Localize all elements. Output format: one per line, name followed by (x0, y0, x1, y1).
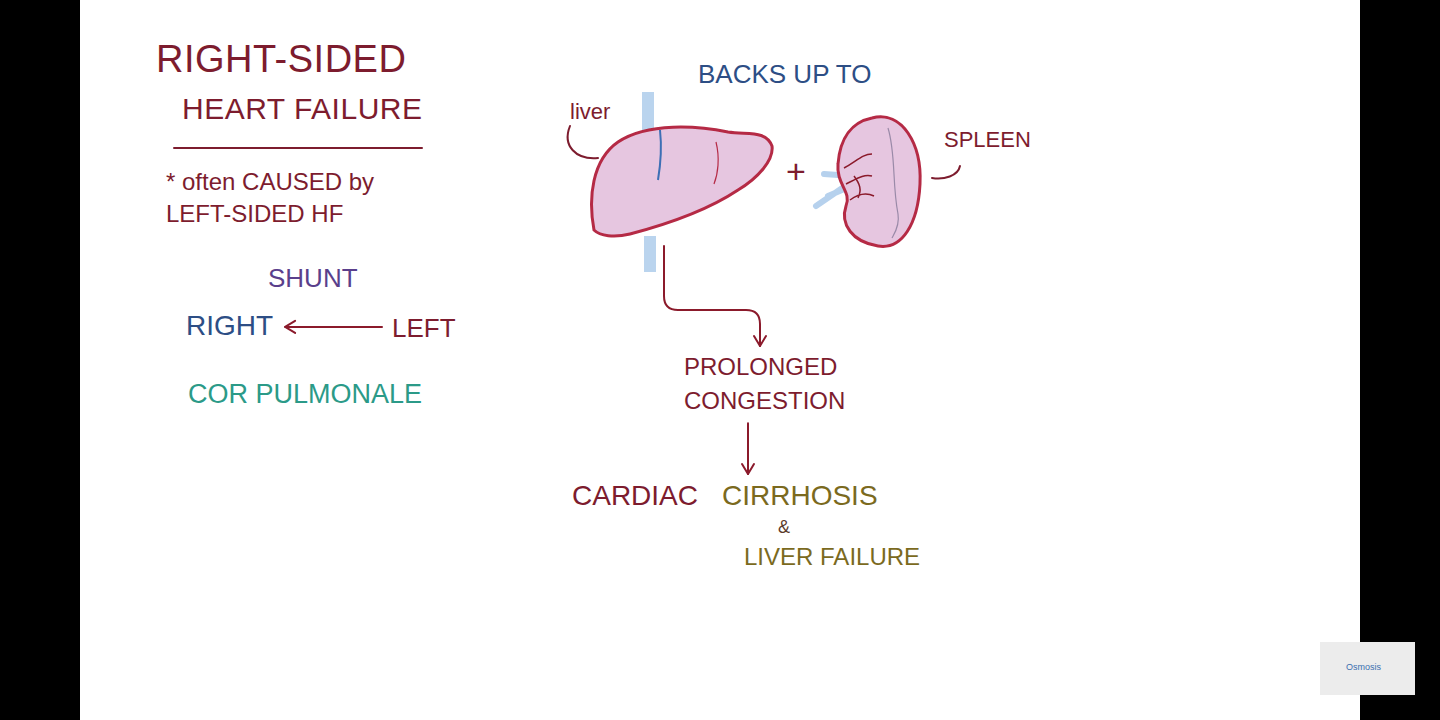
flow-arrow (285, 326, 382, 328)
diagram-title: RIGHT-SIDED HEART FAILURE (156, 32, 482, 131)
note-text: * often CAUSED by LEFT-SIDED HF (166, 166, 436, 231)
vessel (644, 236, 656, 272)
ligament-line (658, 130, 661, 180)
cause-label: COR PULMONALE (188, 378, 422, 412)
node-text: CARDIAC (572, 478, 698, 513)
hilum-vessels (844, 154, 874, 200)
shunt-label: SHUNT (268, 262, 358, 295)
step-text: PROLONGED CONGESTION (684, 350, 864, 417)
node-text: SPLEEN (944, 126, 1031, 154)
node-text: PROLONGED CONGESTION (684, 350, 864, 417)
plus-sign: + (786, 150, 806, 193)
side-label: RIGHT (186, 308, 273, 343)
outcome-text: CARDIAC CIRRHOSIS & LIVER FAILURE (572, 478, 921, 572)
title-underline (174, 147, 422, 149)
surface-line (888, 128, 898, 238)
lobe-line (714, 142, 718, 184)
node-text: LEFT (392, 312, 456, 345)
node-text: & (778, 516, 790, 539)
leader-line (932, 166, 960, 179)
spleen-organ: SPLEEN (832, 114, 922, 248)
node-text: RIGHT (186, 308, 273, 343)
black-bar (0, 0, 80, 720)
liver-organ: liver (588, 118, 772, 240)
flow-arrow (747, 423, 749, 474)
spleen-drawing (832, 114, 922, 248)
side-label: LEFT (392, 312, 456, 345)
node-text: CIRRHOSIS (722, 478, 878, 513)
spleen-outline (838, 117, 920, 247)
liver-outline (592, 127, 773, 236)
node-text: liver (570, 98, 610, 126)
liver-drawing (588, 118, 772, 240)
watermark-text: Osmosis (1346, 662, 1381, 673)
flow-arrow (664, 246, 760, 346)
node-text: LIVER FAILURE (744, 542, 920, 572)
heading-label: BACKS UP TO (698, 58, 871, 91)
leader-line (568, 126, 598, 158)
black-bar (1360, 0, 1440, 720)
